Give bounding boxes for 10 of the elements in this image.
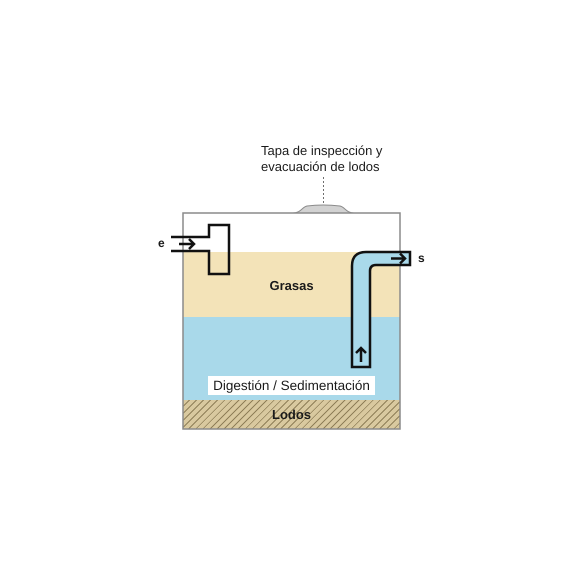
layer-label: Lodos <box>272 407 311 422</box>
layer-label: Digestión / Sedimentación <box>208 376 375 395</box>
sludge-layer <box>183 400 400 429</box>
outlet-label: s <box>418 251 425 265</box>
inlet-label: e <box>158 236 165 250</box>
layer-label: Grasas <box>269 278 314 292</box>
inspection-lid <box>293 204 354 213</box>
water-layer <box>183 317 400 400</box>
callout-text: Tapa de inspección y evacuación de lodos <box>261 143 411 175</box>
leader-line <box>323 176 324 204</box>
